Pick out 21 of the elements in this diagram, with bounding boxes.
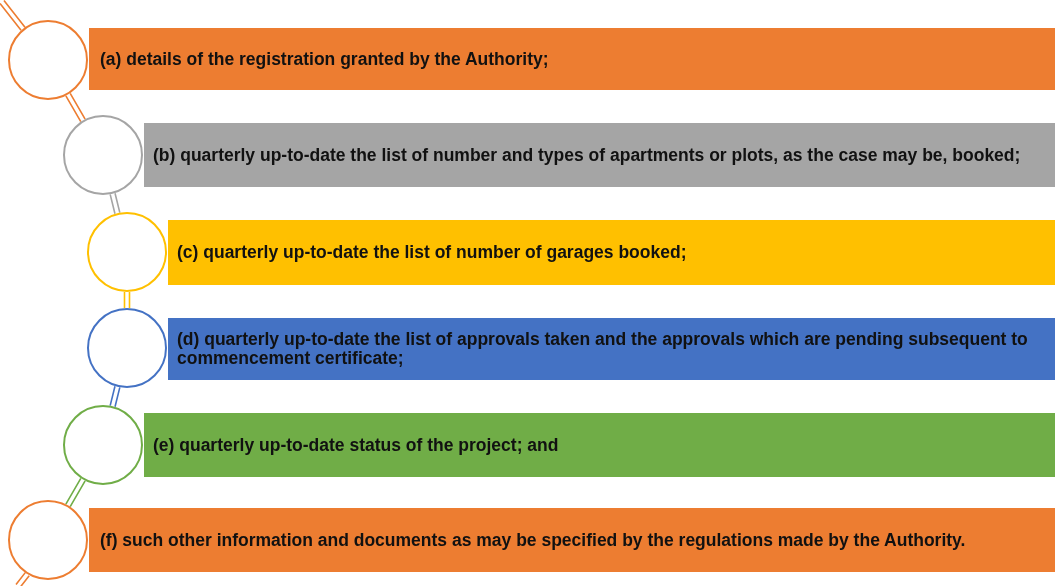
- list-item-band: [144, 413, 1055, 477]
- item-text: (c) quarterly up-to-date the list of number of garages booked;: [177, 243, 688, 262]
- list-item-band: [89, 508, 1055, 572]
- item-text: (f) such other information and documents as may be specified by the regulations made by the Authority.: [100, 530, 967, 550]
- list-item-band: [168, 220, 1055, 285]
- circle-marker: [8, 20, 88, 100]
- list-item-band: [168, 318, 1055, 380]
- circle-marker: [8, 500, 88, 580]
- list-item-band: [144, 123, 1055, 187]
- item-text: (b) quarterly up-to-date the list of number and types of apartments or plots, as the case may be, booked;: [153, 145, 1022, 165]
- connector-line: [123, 291, 131, 309]
- item-text: (d) quarterly up-to-date the list of approvals taken and the approvals which are pending subsequent to commencement certificate;: [177, 330, 1029, 368]
- item-text: (e) quarterly up-to-date status of the project; and: [153, 435, 560, 455]
- item-text: (a) details of the registration granted by the Authority;: [100, 49, 550, 69]
- connector-line: [65, 477, 86, 508]
- connector-line: [65, 92, 86, 123]
- connector-line: [0, 0, 26, 32]
- list-item-band: [89, 28, 1055, 90]
- connector-line: [15, 571, 30, 586]
- connector-line: [109, 192, 121, 215]
- connector-line: [109, 385, 121, 408]
